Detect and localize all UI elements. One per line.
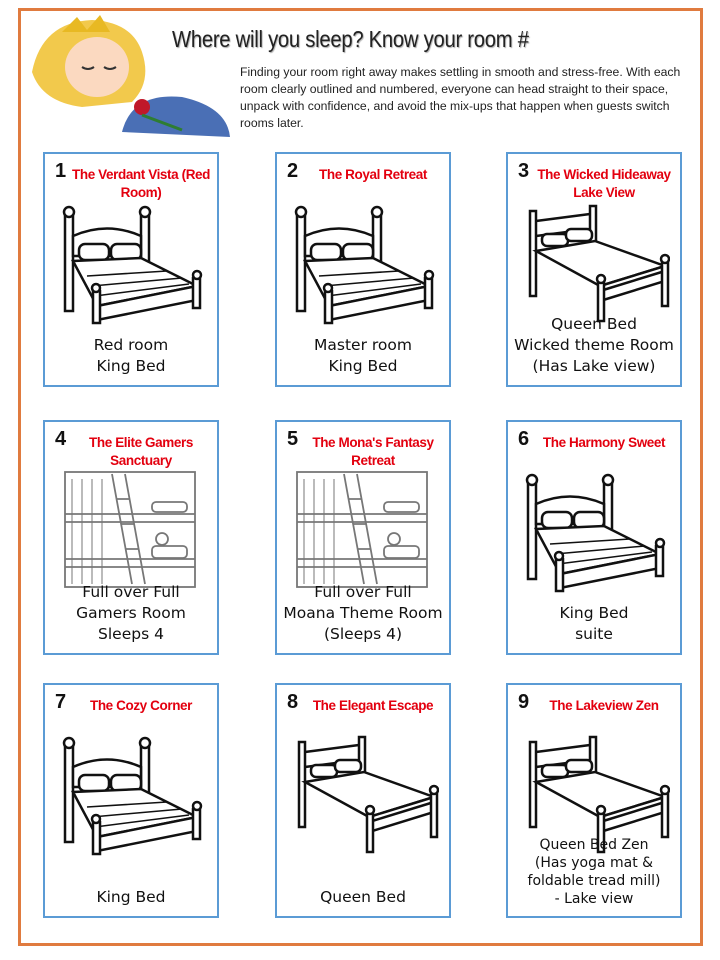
room-caption: King Bed <box>96 888 166 906</box>
room-number: 2 <box>287 160 299 182</box>
queen-bed-icon <box>297 735 439 854</box>
king-bed-icon <box>294 205 435 325</box>
queen-bed-icon <box>528 204 670 323</box>
room-card-1: 1 The Verdant Vista (Red Room) Red room … <box>43 152 219 387</box>
room-number: 3 <box>518 160 530 182</box>
room-card-7: 7 The Cozy Corner King Bed <box>43 683 219 918</box>
room-name: The Harmony Sweet <box>542 435 666 450</box>
intro-text: Finding your room right away makes settl… <box>240 65 681 130</box>
room-caption: Queen Bed <box>320 888 406 906</box>
room-name: The Elegant Escape <box>312 698 434 713</box>
room-caption: Full over Full Gamers Room Sleeps 4 <box>76 583 186 643</box>
room-name: The Royal Retreat <box>319 167 427 182</box>
king-bed-icon <box>525 473 666 593</box>
room-number: 9 <box>518 691 530 713</box>
bunk-bed-icon <box>296 471 428 588</box>
room-card-9: 9 The Lakeview Zen Queen Bed Zen (Has yo… <box>506 683 682 918</box>
room-caption: Queen Bed Wicked theme Room (Has Lake vi… <box>514 315 674 375</box>
room-number: 8 <box>287 691 299 713</box>
room-name: The Lakeview Zen <box>549 698 659 713</box>
room-name: The Mona's Fantasy Retreat <box>312 435 434 468</box>
room-card-8: 8 The Elegant Escape Queen Bed <box>275 683 451 918</box>
room-card-3: 3 The Wicked Hideaway Lake View Queen Be… <box>506 152 682 387</box>
room-caption: Red room King Bed <box>93 336 169 375</box>
page-title: Where will you sleep? Know your room # <box>172 26 529 52</box>
room-name: The Cozy Corner <box>89 698 192 713</box>
room-number: 1 <box>55 160 67 182</box>
room-name: The Verdant Vista (Red Room) <box>72 167 210 200</box>
room-card-5: 5 The Mona's Fantasy Retreat Full over F… <box>275 420 451 655</box>
room-number: 5 <box>287 428 299 450</box>
king-bed-icon <box>62 736 203 856</box>
room-number: 4 <box>55 428 67 450</box>
room-name: The Wicked Hideaway Lake View <box>537 167 671 200</box>
king-bed-icon <box>62 205 203 325</box>
room-caption: King Bed suite <box>559 604 629 643</box>
bunk-bed-icon <box>64 471 196 588</box>
page-border <box>18 8 703 946</box>
sleeping-princess-image <box>32 15 230 137</box>
room-number: 7 <box>55 691 67 713</box>
room-caption: Full over Full Moana Theme Room (Sleeps … <box>283 583 443 643</box>
room-name: The Elite Gamers Sanctuary <box>89 435 193 468</box>
room-number: 6 <box>518 428 530 450</box>
queen-bed-icon <box>528 735 670 854</box>
room-card-2: 2 The Royal Retreat Master room King Bed <box>275 152 451 387</box>
room-caption: Queen Bed Zen (Has yoga mat & foldable t… <box>527 837 661 907</box>
room-card-4: 4 The Elite Gamers Sanctuary Full over F… <box>43 420 219 655</box>
room-caption: Master room King Bed <box>314 336 412 375</box>
room-card-6: 6 The Harmony Sweet King Bed suite <box>506 420 682 655</box>
